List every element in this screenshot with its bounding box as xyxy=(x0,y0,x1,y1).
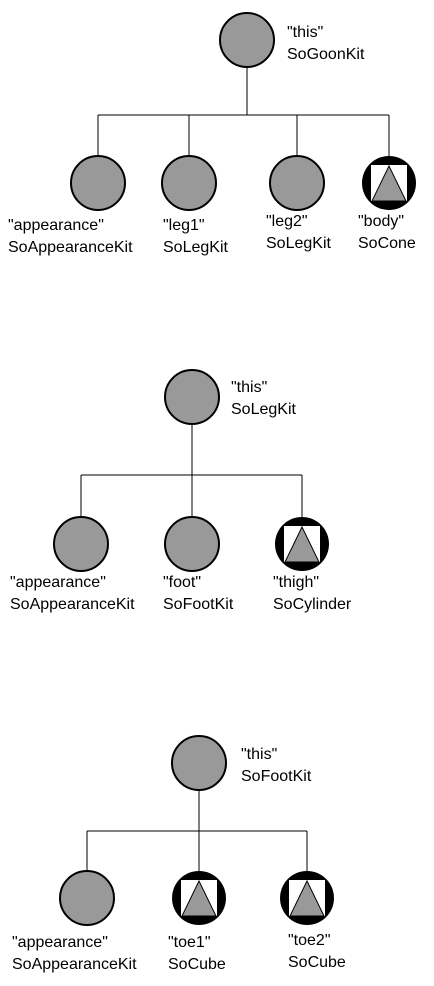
tree-node-appearance: "appearance" SoAppearanceKit xyxy=(8,155,133,256)
tree-node-root: "this" SoLegKit xyxy=(164,369,296,425)
node-name: "foot" xyxy=(163,574,201,591)
node-type: SoCube xyxy=(168,956,226,973)
circle-node-icon xyxy=(164,369,220,425)
node-type: SoCylinder xyxy=(273,596,352,613)
circle-node-icon xyxy=(269,155,325,211)
tree-node-leg1: "leg1" SoLegKit xyxy=(161,155,228,256)
tree-goon-kit: "this" SoGoonKit "appearance" SoAppearan… xyxy=(8,12,416,256)
node-name: "toe1" xyxy=(168,934,211,951)
node-type: SoGoonKit xyxy=(287,46,365,63)
circle-node-icon xyxy=(171,735,227,791)
tree-node-root: "this" SoGoonKit xyxy=(219,12,365,68)
tree-node-toe2: "toe2" SoCube xyxy=(280,871,346,971)
tree-node-appearance: "appearance" SoAppearanceKit xyxy=(12,870,137,973)
tree-node-toe1: "toe1" SoCube xyxy=(168,871,226,973)
node-type: SoFootKit xyxy=(163,596,234,613)
circle-node-icon xyxy=(70,155,126,211)
tree-foot-kit: "this" SoFootKit "appearance" SoAppearan… xyxy=(12,735,346,973)
node-name: "thigh" xyxy=(273,574,319,591)
node-type: SoFootKit xyxy=(241,768,312,785)
circle-node-icon xyxy=(53,516,109,572)
node-name: "leg1" xyxy=(163,217,205,234)
node-type: SoCone xyxy=(358,235,416,252)
tree-node-root: "this" SoFootKit xyxy=(171,735,312,791)
node-name: "leg2" xyxy=(266,213,308,230)
tree-node-leg2: "leg2" SoLegKit xyxy=(266,155,331,252)
node-name: "appearance" xyxy=(12,934,108,951)
node-type: SoLegKit xyxy=(231,401,296,418)
node-name: "toe2" xyxy=(288,932,331,949)
node-name: "this" xyxy=(287,24,323,41)
tree-node-body: "body" SoCone xyxy=(358,156,416,252)
node-type: SoAppearanceKit xyxy=(8,239,133,256)
circle-node-icon xyxy=(59,870,115,926)
shape-node-icon xyxy=(172,871,226,925)
shape-node-icon xyxy=(275,517,329,571)
node-type: SoLegKit xyxy=(163,239,228,256)
node-name: "this" xyxy=(241,746,277,763)
circle-node-icon xyxy=(219,12,275,68)
node-type: SoAppearanceKit xyxy=(12,956,137,973)
tree-node-foot: "foot" SoFootKit xyxy=(163,516,234,613)
tree-node-thigh: "thigh" SoCylinder xyxy=(273,517,352,613)
node-name: "body" xyxy=(358,213,404,230)
shape-node-icon xyxy=(280,871,334,925)
node-name: "this" xyxy=(231,379,267,396)
circle-node-icon xyxy=(161,155,217,211)
node-type: SoLegKit xyxy=(266,235,331,252)
tree-leg-kit: "this" SoLegKit "appearance" SoAppearanc… xyxy=(10,369,352,613)
tree-node-appearance: "appearance" SoAppearanceKit xyxy=(10,516,135,613)
node-type: SoAppearanceKit xyxy=(10,596,135,613)
node-type: SoCube xyxy=(288,954,346,971)
shape-node-icon xyxy=(362,156,416,210)
node-name: "appearance" xyxy=(8,217,104,234)
circle-node-icon xyxy=(164,516,220,572)
node-name: "appearance" xyxy=(10,574,106,591)
